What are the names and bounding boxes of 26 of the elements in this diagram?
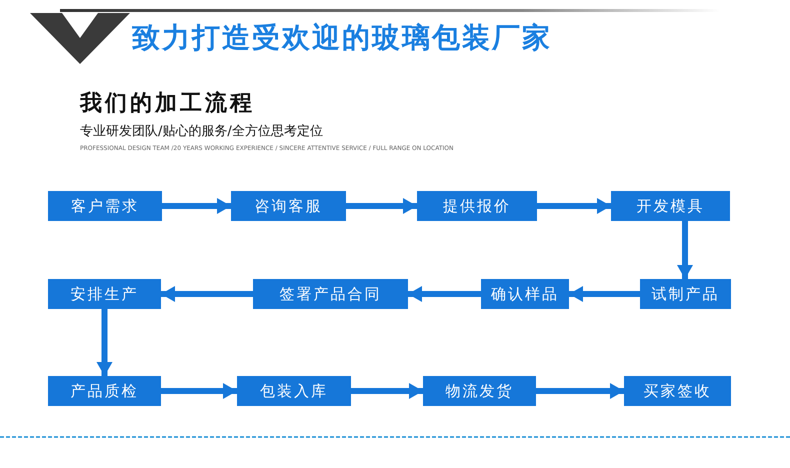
- arrow: [96, 309, 112, 376]
- process-box: 试制产品: [640, 279, 731, 309]
- arrow: [408, 286, 481, 302]
- arrow: [569, 286, 640, 302]
- arrow: [346, 198, 417, 214]
- arrow: [536, 383, 624, 399]
- arrow: [677, 221, 693, 279]
- arrow: [537, 198, 611, 214]
- arrow: [351, 383, 423, 399]
- process-box: 安排生产: [48, 279, 161, 309]
- process-box: 客户需求: [48, 191, 162, 221]
- process-box: 提供报价: [417, 191, 537, 221]
- process-box: 确认样品: [481, 279, 569, 309]
- heading: 我们的加工流程: [80, 90, 255, 118]
- arrow: [161, 286, 253, 302]
- process-box: 咨询客服: [231, 191, 346, 221]
- arrow: [161, 383, 237, 399]
- process-box: 签署产品合同: [253, 279, 408, 309]
- process-box: 物流发货: [423, 376, 536, 406]
- process-box: 产品质检: [48, 376, 161, 406]
- arrow: [162, 198, 231, 214]
- title: 致力打造受欢迎的玻璃包装厂家: [132, 20, 552, 56]
- process-box: 开发模具: [611, 191, 730, 221]
- subtitle: 专业研发团队/贴心的服务/全方位思考定位: [80, 124, 323, 140]
- process-box: 包装入库: [237, 376, 351, 406]
- process-box: 买家签收: [624, 376, 731, 406]
